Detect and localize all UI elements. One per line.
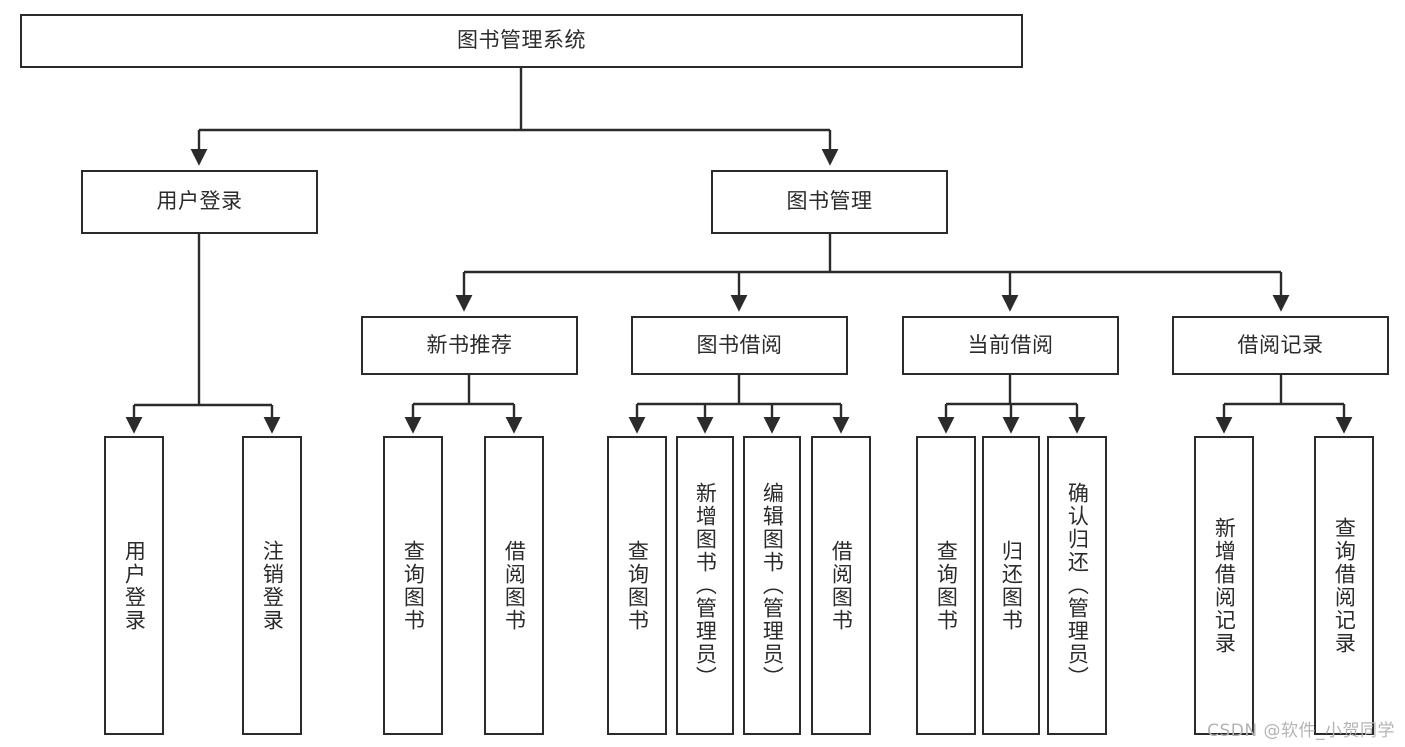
leaf-recommend-borrow-book[interactable]: 借阅图书 — [484, 436, 544, 735]
node-root-label: 图书管理系统 — [457, 28, 586, 53]
node-current-borrow-label: 当前借阅 — [967, 332, 1054, 357]
node-borrow-record-label: 借阅记录 — [1237, 332, 1324, 357]
leaf-recommend-query-book-label: 查询图书 — [401, 539, 426, 632]
node-book-borrow[interactable]: 图书借阅 — [631, 316, 848, 375]
leaf-borrow-add-book[interactable]: 新增图书（管理员） — [676, 436, 734, 735]
node-borrow-record[interactable]: 借阅记录 — [1172, 316, 1389, 375]
leaf-current-confirm-return[interactable]: 确认归还（管理员） — [1047, 436, 1107, 735]
leaf-user-login-signout-label: 注销登录 — [260, 539, 285, 632]
node-book-management-label: 图书管理 — [786, 189, 873, 214]
leaf-record-add-record[interactable]: 新增借阅记录 — [1194, 436, 1254, 735]
leaf-borrow-borrow-book[interactable]: 借阅图书 — [811, 436, 871, 735]
leaf-user-login-signout[interactable]: 注销登录 — [242, 436, 302, 735]
leaf-user-login-signin[interactable]: 用户登录 — [104, 436, 164, 735]
leaf-borrow-edit-book[interactable]: 编辑图书（管理员） — [743, 436, 801, 735]
leaf-record-query-record-label: 查询借阅记录 — [1332, 516, 1357, 655]
node-current-borrow[interactable]: 当前借阅 — [902, 316, 1119, 375]
leaf-record-query-record[interactable]: 查询借阅记录 — [1314, 436, 1374, 735]
leaf-recommend-borrow-book-label: 借阅图书 — [502, 539, 527, 632]
leaf-record-add-record-label: 新增借阅记录 — [1212, 516, 1237, 655]
node-book-management[interactable]: 图书管理 — [711, 170, 948, 234]
leaf-borrow-add-book-label: 新增图书（管理员） — [693, 482, 718, 689]
node-user-login-label: 用户登录 — [156, 189, 243, 214]
node-new-book-recommend-label: 新书推荐 — [426, 332, 513, 357]
leaf-borrow-borrow-book-label: 借阅图书 — [829, 539, 854, 632]
node-root[interactable]: 图书管理系统 — [20, 14, 1023, 68]
leaf-current-confirm-return-label: 确认归还（管理员） — [1065, 482, 1090, 689]
leaf-borrow-query-book[interactable]: 查询图书 — [607, 436, 667, 735]
leaf-recommend-query-book[interactable]: 查询图书 — [383, 436, 443, 735]
leaf-current-query-book[interactable]: 查询图书 — [916, 436, 976, 735]
leaf-current-query-book-label: 查询图书 — [934, 539, 959, 632]
node-book-borrow-label: 图书借阅 — [696, 332, 783, 357]
leaf-current-return-book-label: 归还图书 — [999, 539, 1024, 632]
leaf-current-return-book[interactable]: 归还图书 — [982, 436, 1040, 735]
leaf-user-login-signin-label: 用户登录 — [122, 539, 147, 632]
leaf-borrow-query-book-label: 查询图书 — [625, 539, 650, 632]
leaf-borrow-edit-book-label: 编辑图书（管理员） — [760, 482, 785, 689]
node-user-login[interactable]: 用户登录 — [81, 170, 318, 234]
node-new-book-recommend[interactable]: 新书推荐 — [361, 316, 578, 375]
